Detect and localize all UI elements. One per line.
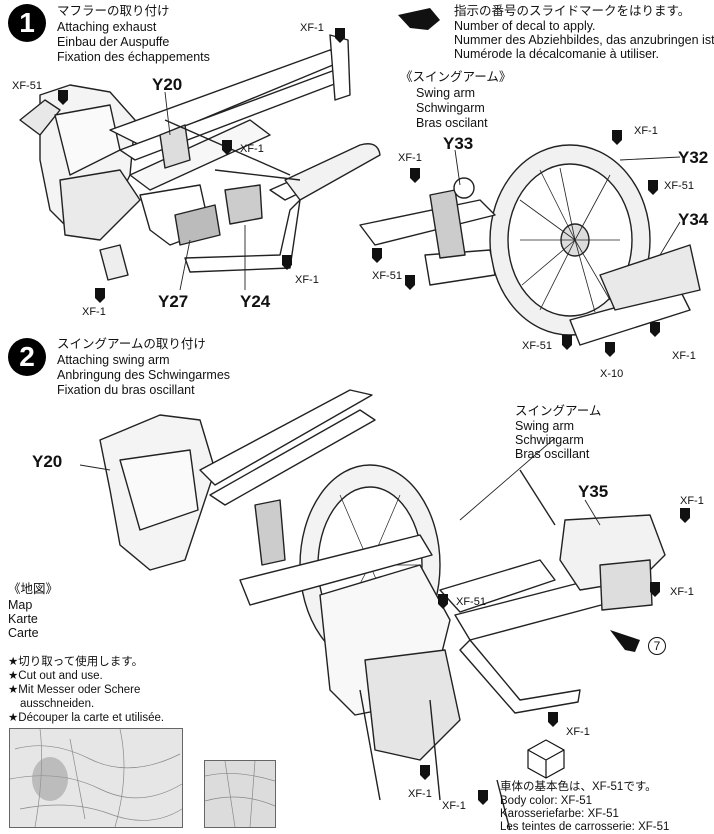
paint-code: XF-51	[664, 180, 694, 192]
paint-code: XF-1	[680, 495, 704, 507]
paint-code: XF-1	[300, 22, 324, 34]
body-color-jp: 車体の基本色は、XF-51です。	[500, 781, 657, 793]
decal-note-de: Nummer des Abziehbildes, das anzubringen…	[454, 33, 714, 47]
part-label-y35: Y35	[578, 482, 609, 501]
part-label-y27: Y27	[158, 292, 189, 311]
part-label-y34: Y34	[678, 210, 709, 229]
decal-note-en: Number of decal to apply.	[454, 19, 596, 33]
step-number-badge: 2	[8, 338, 46, 376]
body-color-fr: Les teintes de carrosserie: XF-51	[500, 821, 670, 833]
map-instruction-jp: ★切り取って使用します。	[8, 656, 144, 668]
decal-slide-icon	[398, 8, 440, 30]
paint-code: XF-51	[12, 80, 42, 92]
paint-pointer-markers	[58, 28, 690, 805]
map-instruction-de-cont: ausschneiden.	[20, 698, 95, 710]
decal-number-badge: 7	[648, 637, 666, 655]
step2-assembly-drawing	[99, 389, 666, 831]
part-label-y32: Y32	[678, 148, 709, 167]
leader-lines	[79, 91, 681, 526]
paint-code: XF-1	[240, 143, 264, 155]
paint-code: XF-1	[398, 152, 422, 164]
part-label-y33: Y33	[443, 134, 474, 153]
paint-cube-icon	[527, 739, 565, 779]
map-instruction-fr: ★Découper la carte et utilisée.	[8, 712, 165, 724]
swingarm-callout-fr: Bras oscillant	[515, 447, 590, 461]
map-cutout-small	[204, 760, 276, 828]
paint-code: XF-1	[566, 726, 590, 738]
step-number: 2	[19, 341, 35, 372]
step1-title-en: Attaching exhaust	[57, 20, 157, 34]
paint-code: XF-1	[634, 125, 658, 137]
paint-code: XF-1	[82, 306, 106, 318]
body-color-de: Karosseriefarbe: XF-51	[500, 808, 619, 820]
paint-code: XF-51	[522, 340, 552, 352]
swingarm-callout-en: Swing arm	[515, 419, 575, 433]
decal-number: 7	[653, 639, 661, 653]
swingarm-callout-de: Schwingarm	[515, 433, 584, 447]
body-color-en: Body color: XF-51	[500, 795, 593, 807]
step2-title-en: Attaching swing arm	[57, 353, 170, 367]
swingarm-inset-en: Swing arm	[416, 86, 476, 100]
swingarm-inset-jp: 《スイングアーム》	[400, 70, 512, 84]
map-title-de: Karte	[8, 612, 38, 626]
map-instruction-en: ★Cut out and use.	[8, 670, 103, 682]
step1-title-de: Einbau der Auspuffe	[57, 35, 170, 49]
paint-code: XF-1	[670, 586, 694, 598]
paint-code: X-10	[600, 368, 624, 380]
step1-title-fr: Fixation des échappements	[57, 50, 210, 64]
step1-frame-drawing	[19, 34, 381, 281]
decal-slide-icon-step2	[610, 630, 640, 652]
step1-title-jp: マフラーの取り付け	[57, 4, 170, 18]
swingarm-inset-drawing	[359, 144, 701, 346]
paint-code: XF-51	[456, 596, 486, 608]
paint-code: XF-1	[442, 800, 466, 812]
map-title-en: Map	[8, 598, 33, 612]
swingarm-inset-fr: Bras oscilant	[416, 116, 488, 130]
map-title-jp: 《地図》	[8, 582, 59, 596]
step-number: 1	[19, 7, 35, 38]
map-title-fr: Carte	[8, 626, 39, 640]
map-image	[205, 761, 275, 827]
part-label-y24: Y24	[240, 292, 271, 311]
swingarm-inset-de: Schwingarm	[416, 101, 485, 115]
step2-title-jp: スイングアームの取り付け	[57, 337, 206, 351]
map-image	[10, 729, 182, 827]
step2-title-fr: Fixation du bras oscillant	[57, 383, 195, 397]
part-label-y20: Y20	[32, 452, 63, 471]
paint-code: XF-51	[372, 270, 402, 282]
part-label-y20: Y20	[152, 75, 183, 94]
paint-code: XF-1	[408, 788, 432, 800]
step2-title-de: Anbringung des Schwingarmes	[57, 368, 231, 382]
paint-code: XF-1	[295, 274, 319, 286]
decal-note-jp: 指示の番号のスライドマークをはります。	[454, 4, 691, 18]
map-cutout-large	[9, 728, 183, 828]
swingarm-callout-jp: スイングアーム	[515, 404, 602, 418]
map-instruction-de: ★Mit Messer oder Schere	[8, 684, 141, 696]
decal-note-fr: Numérode la décalcomanie à utiliser.	[454, 47, 659, 61]
paint-code: XF-1	[672, 350, 696, 362]
step-number-badge: 1	[8, 4, 46, 42]
